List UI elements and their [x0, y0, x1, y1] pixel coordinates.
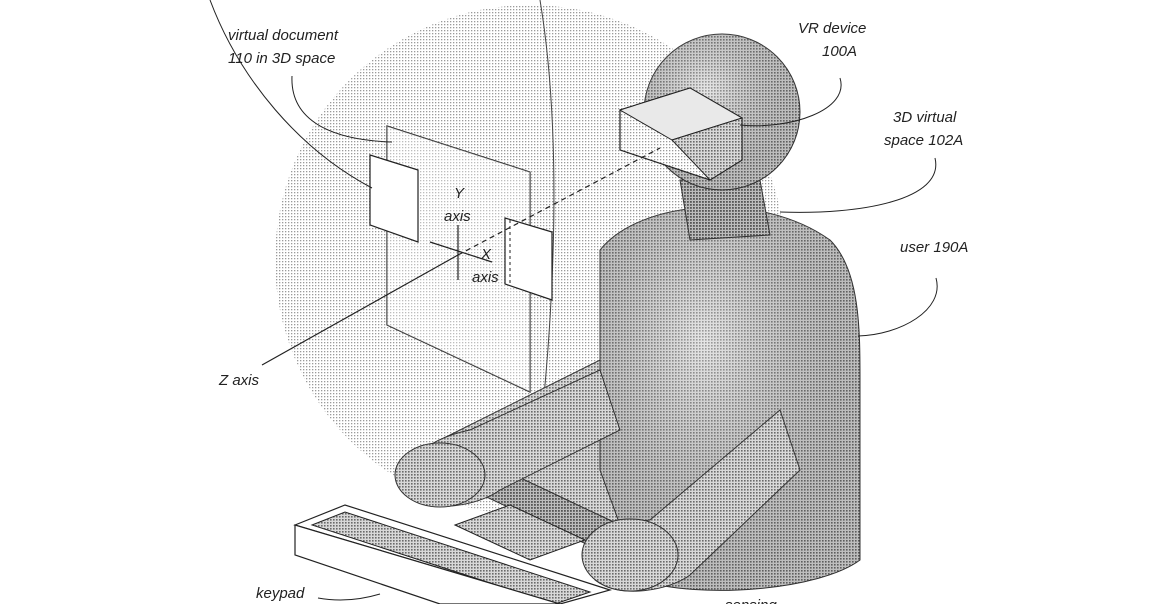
virtual-page-right: [504, 217, 553, 301]
gaze-line: [457, 147, 661, 256]
vr-headset-side: [671, 117, 743, 181]
label-virtual-space-line1: 3D virtual: [893, 109, 957, 126]
label-x-axis-letter: X: [480, 246, 492, 263]
sensing-pad: [453, 504, 587, 561]
label-virtual-space-line2: space 102A: [884, 132, 963, 149]
label-z-axis: Z axis: [218, 372, 260, 389]
label-vr-device-line1: VR device: [798, 20, 866, 37]
virtual-page-left: [369, 154, 419, 243]
label-x-axis-word: axis: [472, 269, 499, 286]
leader-virtual-document-b: [291, 75, 393, 143]
label-vr-device-line2: 100A: [822, 43, 857, 60]
user-left-hand: [394, 442, 486, 508]
label-user: user 190A: [900, 239, 968, 256]
label-keypad: keypad: [256, 585, 305, 602]
leader-virtual-space: [779, 157, 937, 213]
x-axis-line: [429, 241, 493, 263]
keypad-inner: [310, 511, 592, 604]
label-virtual-document-line2: 110 in 3D space: [228, 50, 335, 67]
user-torso-shade: [600, 207, 860, 591]
label-y-axis-word: axis: [444, 208, 471, 225]
label-y-axis-letter: Y: [454, 185, 465, 202]
leader-virtual-document-a: [209, 0, 373, 189]
leader-vr-device: [739, 77, 842, 127]
leader-user: [857, 277, 938, 337]
label-sensing: sensing: [725, 597, 777, 604]
keypad-front: [294, 524, 561, 604]
label-virtual-document-line1: virtual document: [228, 27, 339, 44]
user-right-hand: [581, 518, 679, 592]
leader-keypad: [317, 593, 381, 601]
z-axis-line: [261, 254, 459, 366]
